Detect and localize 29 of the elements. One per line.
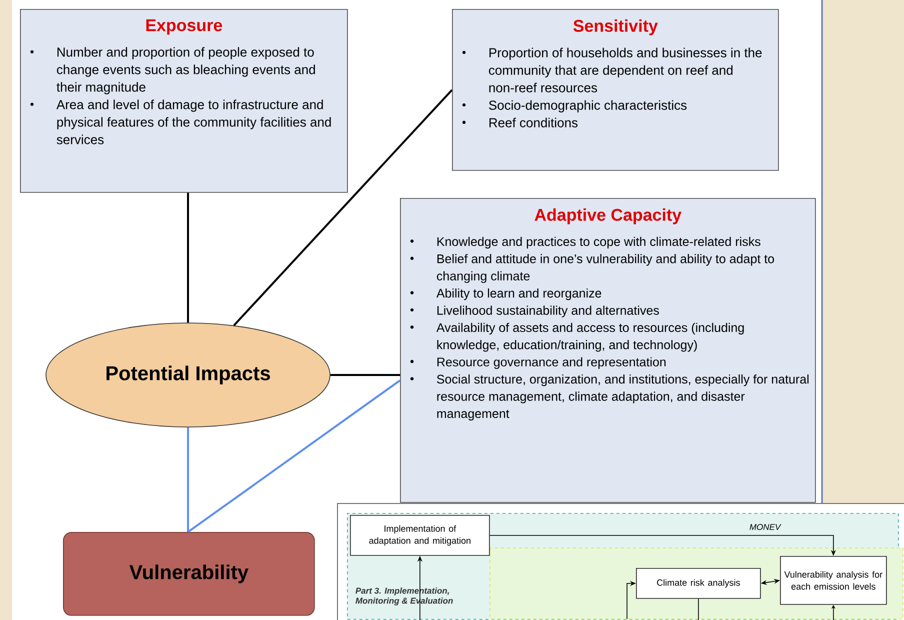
connector <box>330 374 400 376</box>
result-box: Vulnerability <box>63 532 315 616</box>
text-box <box>452 9 779 171</box>
bullet-item: Number and proportion of people exposed to change events such as bleaching events and their magnitude <box>30 47 315 94</box>
bullet-item: Area and level of damage to infrastructure and physical features of the community facilities and services <box>30 100 331 144</box>
bullet-item: Social structure, organization, and institutions, especially for natural resource management, climate adaptation, and disaster management <box>410 374 808 420</box>
text-box <box>400 198 816 503</box>
connector <box>187 427 189 532</box>
bullet-item: Livelihood sustainability and alternatives <box>410 306 659 318</box>
box-title: Exposure <box>146 19 222 35</box>
bullet-item: Socio-demographic characteristics <box>462 100 687 112</box>
connector <box>187 192 189 323</box>
bullet-item: Availability of assets and access to resources (including knowledge, education/training, and technology) <box>410 322 744 352</box>
edge-label: MONEV <box>750 524 782 530</box>
process-box: Vulnerability analysis for each emission levels <box>780 556 887 605</box>
bullet-item: Knowledge and practices to cope with climate-related risks <box>410 236 760 248</box>
bullet-item: Resource governance and representation <box>410 357 666 369</box>
process-box: Climate risk analysis <box>636 568 761 599</box>
bullet-item: Ability to learn and reorganize <box>410 288 602 300</box>
box-title: Sensitivity <box>573 19 658 36</box>
bullet-item: Proportion of households and businesses in the community that are dependent on reef and non-reef resources <box>462 48 762 92</box>
bullet-item: Belief and attitude in one’s vulnerability and ability to adapt to changing climate <box>410 254 774 283</box>
box-title: Adaptive Capacity <box>534 208 682 224</box>
connector <box>698 598 699 620</box>
bullet-item: Reef conditions <box>462 118 578 128</box>
process-box: Implementation of adaptation and mitigation <box>350 515 490 556</box>
connector <box>187 380 401 533</box>
connector <box>233 89 453 326</box>
text-box <box>20 9 348 193</box>
